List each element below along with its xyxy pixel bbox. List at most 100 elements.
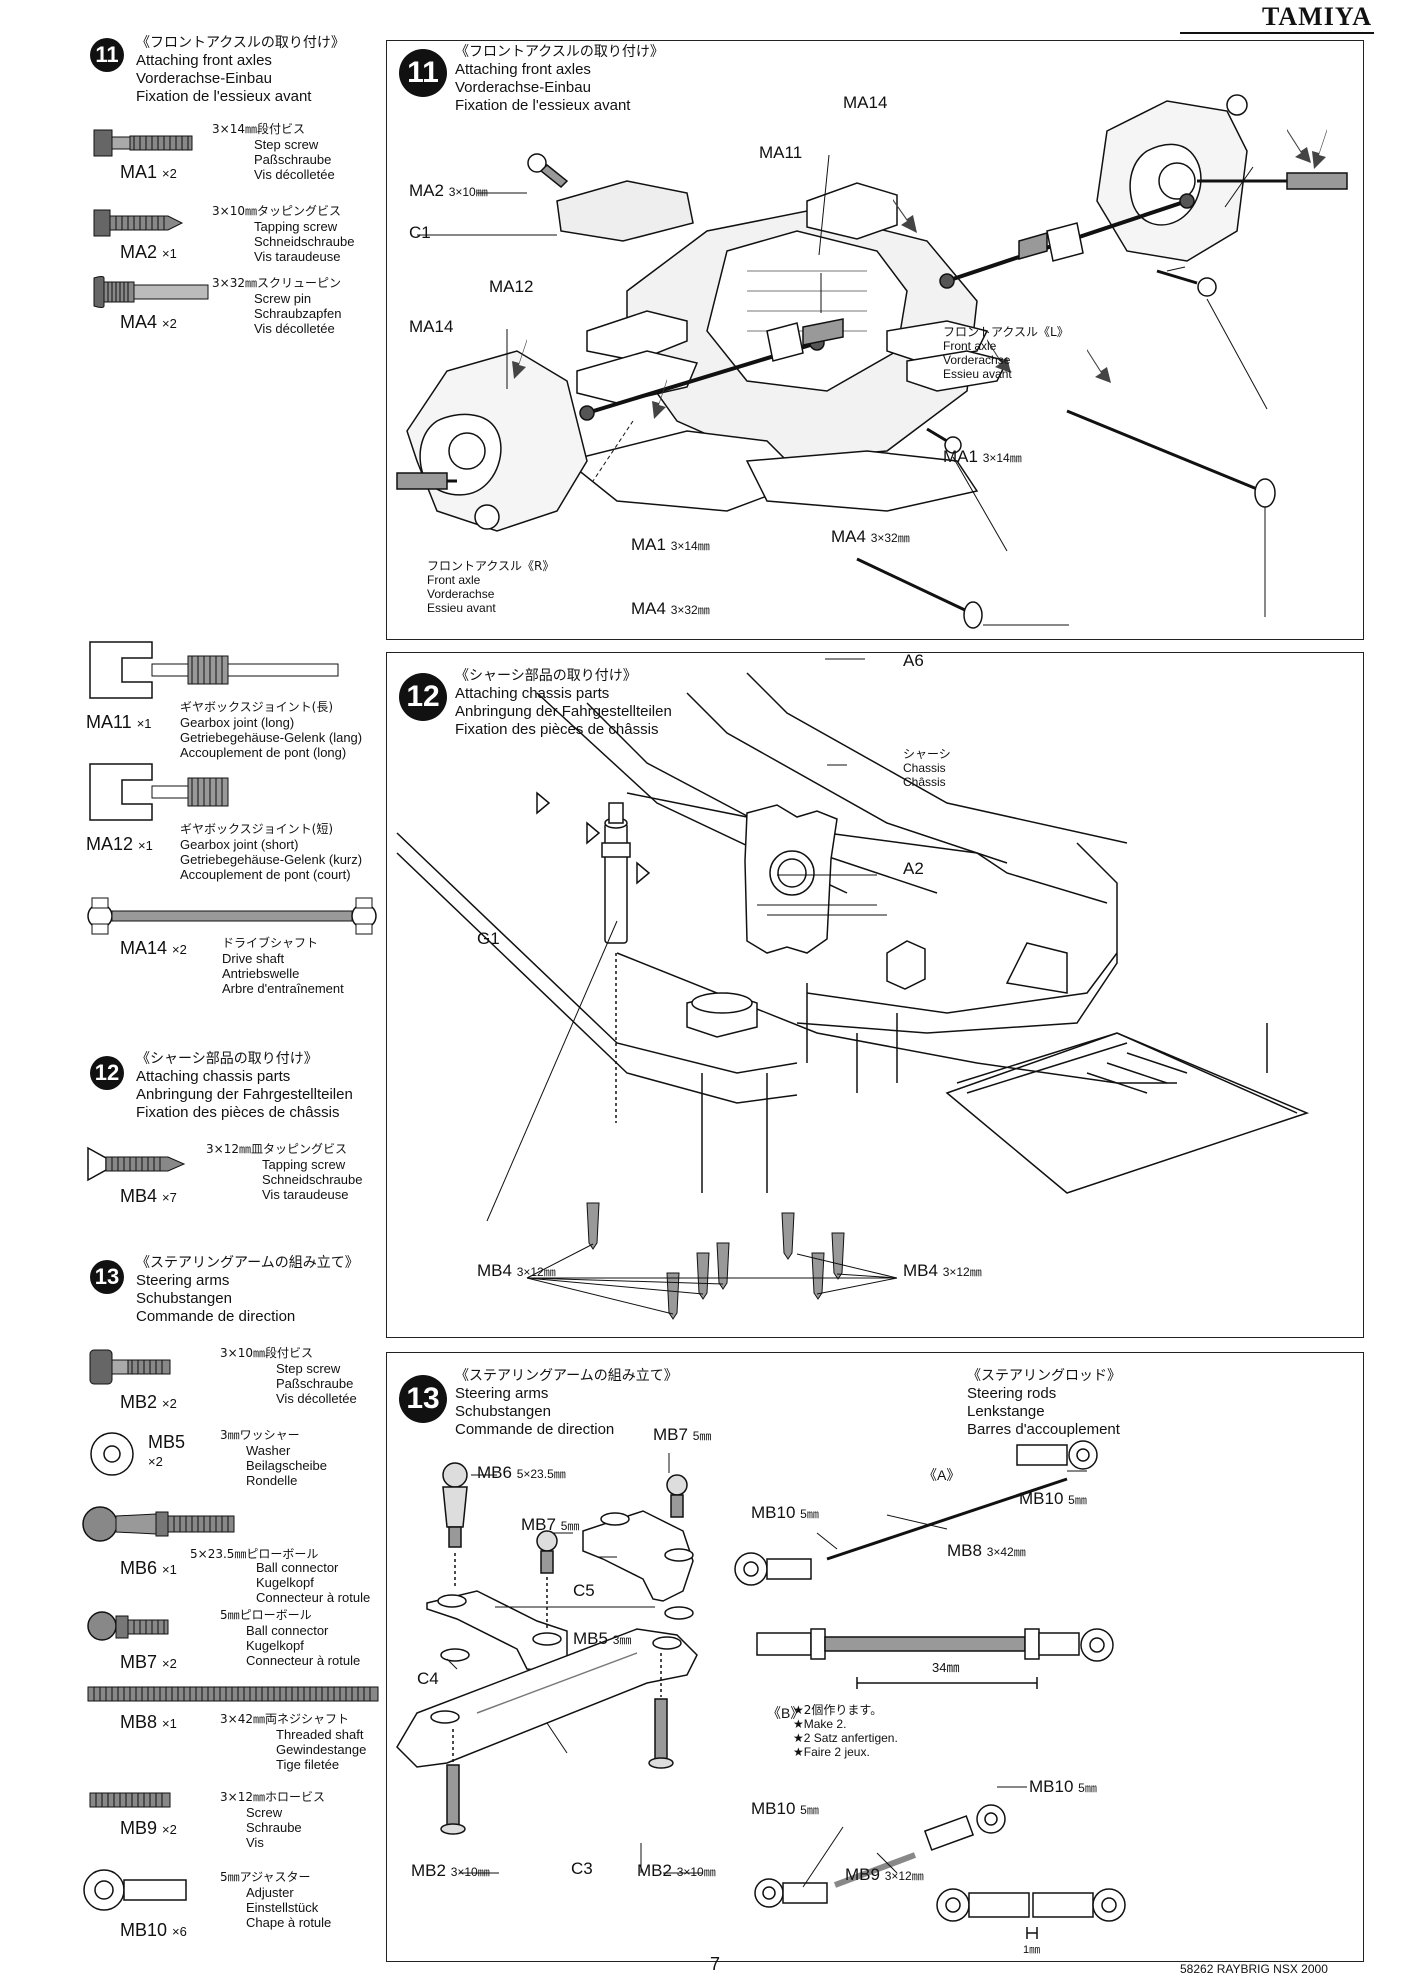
- part-spec-line: 5×23.5㎜ピローボール: [190, 1546, 318, 1562]
- page-number: 7: [710, 1954, 721, 1974]
- panel12-step-number: 12: [399, 673, 447, 721]
- part-code: MB9: [120, 1818, 158, 1838]
- ma4-bottom-label: MA4: [631, 599, 666, 618]
- part-fr: Accouplement de pont (court): [180, 867, 351, 882]
- part-spec: ドライブシャフト: [222, 936, 319, 950]
- mb7-b-label: MB7: [653, 1425, 688, 1444]
- panel12-titles: 《シャーシ部品の取り付け》 Attaching chassis parts An…: [455, 667, 815, 739]
- part-fr: Rondelle: [246, 1473, 298, 1488]
- axle-left-en: Front axle: [943, 339, 997, 353]
- part-en: Screw: [246, 1805, 283, 1820]
- panel-step12: 12 《シャーシ部品の取り付け》 Attaching chassis parts…: [386, 651, 1364, 1338]
- part-ma11: MA11 ×1 ギヤボックスジョイント(長) Gearbox joint (lo…: [86, 640, 386, 760]
- axle-left-jp: フロントアクスル《L》: [943, 325, 1069, 339]
- panel11-title-jp: 《フロントアクスルの取り付け》: [455, 44, 664, 60]
- part-spec: 3×12㎜ホロービス: [220, 1790, 325, 1804]
- c3-label: C3: [571, 1859, 593, 1878]
- rods-title-en: Steering rods: [967, 1385, 1057, 1402]
- part-de: Getriebegehäuse-Gelenk (lang): [180, 730, 363, 745]
- mb5-label: MB5: [573, 1629, 608, 1648]
- mb6-label: MB6: [477, 1463, 512, 1482]
- mb7-b-size: 5㎜: [692, 1429, 712, 1443]
- mb4-left-size: 3×12㎜: [516, 1265, 556, 1279]
- rods-title-de: Lenkstange: [967, 1403, 1045, 1420]
- rods-title-fr: Barres d'accouplement: [967, 1421, 1120, 1438]
- part-de: Kugelkopf: [246, 1638, 304, 1653]
- front-axle-left-caption: フロントアクスル《L》 Front axle Vorderachse Essie…: [943, 325, 1123, 381]
- part-spec: 3×32㎜スクリューピン: [212, 276, 341, 290]
- c1-label: C1: [409, 223, 431, 242]
- chassis-fr: Châssis: [903, 775, 946, 789]
- part-mb8: MB8 ×1 3×42㎜両ネジシャフト Threaded shaft Gewin…: [86, 1684, 386, 1774]
- part-fr: Vis décolletée: [254, 321, 335, 336]
- part-en: Tapping screw: [262, 1157, 346, 1172]
- ma4-right-label: MA4: [831, 527, 866, 546]
- variant-a-label: 《A》: [923, 1467, 961, 1483]
- gearbox-joint-short-icon: [89, 763, 229, 821]
- tapping-screw-icon: [93, 209, 184, 237]
- part-spec: 5㎜アジャスター: [220, 1870, 311, 1884]
- a2-label: A2: [903, 859, 924, 878]
- mb5-size: 3㎜: [612, 1633, 632, 1647]
- part-ma14: MA14 ×2 ドライブシャフト Drive shaft Antriebswel…: [80, 894, 380, 1014]
- step13-title-de: Schubstangen: [136, 1290, 232, 1307]
- part-de: Schneidschraube: [262, 1172, 363, 1187]
- panel13-title-jp: 《ステアリングアームの組み立て》: [455, 1368, 678, 1384]
- step11-title-jp: 《フロントアクスルの取り付け》: [136, 35, 345, 51]
- make2-fr: ★Faire 2 jeux.: [793, 1745, 870, 1759]
- mb10-1-size: 5㎜: [800, 1507, 819, 1521]
- rods-title-jp: 《ステアリングロッド》: [967, 1368, 1121, 1384]
- part-en: Gearbox joint (long): [180, 715, 295, 730]
- panel11-title-en: Attaching front axles: [455, 61, 591, 78]
- part-fr: Connecteur à rotule: [256, 1590, 371, 1605]
- chassis-caption: シャーシ Chassis Châssis: [903, 747, 1003, 789]
- part-en: Threaded shaft: [276, 1727, 364, 1742]
- mb10-4-size: 5㎜: [800, 1803, 819, 1817]
- axle-right-fr: Essieu avant: [427, 601, 496, 615]
- mb10-2-size: 5㎜: [1068, 1493, 1087, 1507]
- step-screw-icon: [89, 1349, 171, 1385]
- part-spec: ギヤボックスジョイント(短): [180, 822, 334, 836]
- gearbox-joint-long-icon: [89, 641, 339, 699]
- panel11-titles: 《フロントアクスルの取り付け》 Attaching front axles Vo…: [455, 43, 815, 115]
- part-qty: ×6: [172, 1924, 187, 1939]
- part-en: Drive shaft: [222, 951, 285, 966]
- part-fr: Vis décolletée: [276, 1391, 357, 1406]
- part-fr: Connecteur à rotule: [246, 1653, 361, 1668]
- mb10-3-size: 5㎜: [1078, 1781, 1097, 1795]
- step13-title-jp: 《ステアリングアームの組み立て》: [136, 1255, 359, 1271]
- variant-b-label: 《B》: [767, 1705, 805, 1721]
- part-fr: Vis: [246, 1835, 264, 1850]
- ma1-bottom-label: MA1: [631, 535, 666, 554]
- part-ma12: MA12 ×1 ギヤボックスジョイント(短) Gearbox joint (sh…: [86, 762, 386, 882]
- rods-titles: 《ステアリングロッド》 Steering rods Lenkstange Bar…: [967, 1367, 1217, 1439]
- step-number-11: 11: [90, 38, 124, 72]
- part-spec: 3×10㎜タッピングビス: [212, 204, 341, 218]
- chassis-jp: シャーシ: [903, 747, 951, 761]
- panel-step13: 13 《ステアリングアームの組み立て》 Steering arms Schubs…: [386, 1352, 1364, 1962]
- make2-jp: ★2個作ります。: [793, 1703, 883, 1717]
- panel12-title-de: Anbringung der Fahrgestellteilen: [455, 703, 672, 720]
- part-code: MA4: [120, 312, 158, 332]
- ma1-right-size: 3×14㎜: [982, 451, 1022, 465]
- part-fr: Accouplement de pont (long): [180, 745, 347, 760]
- drive-shaft-icon: [87, 897, 377, 935]
- part-code: MB6: [120, 1558, 158, 1578]
- mb2-b-size: 3×10㎜: [676, 1865, 716, 1879]
- part-qty: ×1: [138, 838, 153, 853]
- mb7-a-label: MB7: [521, 1515, 556, 1534]
- countersunk-screw-icon: [87, 1146, 186, 1182]
- part-qty: ×1: [162, 1562, 177, 1577]
- panel11-title-fr: Fixation de l'essieux avant: [455, 97, 631, 114]
- g1-label: G1: [477, 929, 500, 948]
- part-de: Schraubzapfen: [254, 306, 342, 321]
- part-qty: ×2: [162, 316, 177, 331]
- axle-left-de: Vorderachse: [943, 353, 1011, 367]
- dim-1-label: 1㎜: [1023, 1944, 1041, 1956]
- part-ma1: MA1 ×2 3×14㎜段付ビス Step screw Paßschraube …: [86, 120, 386, 190]
- part-en: Step screw: [276, 1361, 341, 1376]
- part-en: Adjuster: [246, 1885, 294, 1900]
- mb10-4-label: MB10: [751, 1799, 796, 1818]
- step11-title-de: Vorderachse-Einbau: [136, 70, 272, 87]
- part-qty: ×1: [136, 716, 152, 731]
